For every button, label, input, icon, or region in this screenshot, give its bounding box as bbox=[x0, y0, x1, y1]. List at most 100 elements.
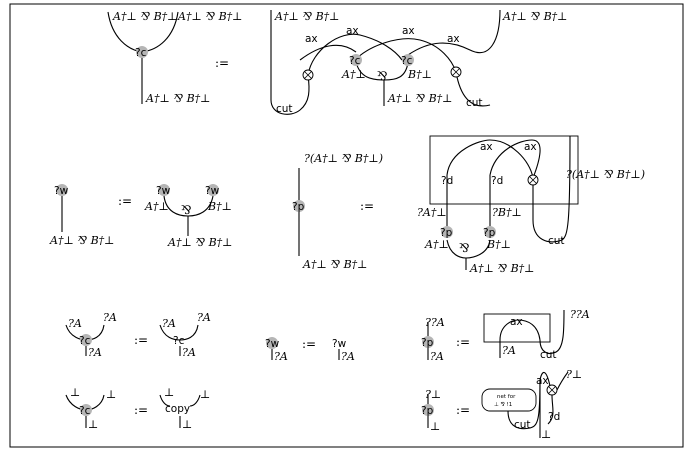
inner-B-dual: B†⊥ bbox=[407, 68, 432, 81]
promotion-par: ⅋ bbox=[459, 241, 470, 255]
inner-par: ⅋ bbox=[377, 69, 388, 83]
contraction-node-b bbox=[402, 54, 414, 66]
contraction-qA-lhs: ?c ?A ?A ?A bbox=[65, 311, 117, 359]
pbot-axiom: ax bbox=[536, 375, 549, 387]
outer-frame bbox=[9, 3, 684, 448]
cqA-rhs-right: ?A bbox=[197, 311, 211, 324]
cbot-rhs-bottom: ⊥ bbox=[182, 418, 192, 431]
pqA-cut: cut bbox=[540, 349, 557, 361]
axiom-label-1: ax bbox=[305, 33, 318, 45]
top-right-conclusion: A†⊥ ⅋ B†⊥ bbox=[502, 10, 568, 23]
pqA-rhs-left: ?A bbox=[502, 344, 516, 357]
weakening-lhs: ?w A†⊥ ⅋ B†⊥ bbox=[49, 184, 115, 247]
contraction-par-lhs: ?c A†⊥ ⅋ B†⊥ A†⊥ ⅋ B†⊥ A†⊥ ⅋ B†⊥ bbox=[107, 10, 243, 105]
define-operator-5: := bbox=[302, 337, 316, 351]
pbot-bottom: ⊥ bbox=[430, 420, 440, 433]
define-operator-3: := bbox=[360, 199, 374, 213]
pqA-rhs-top: ??A bbox=[570, 308, 590, 321]
cbot-rhs-right: ⊥ bbox=[200, 388, 210, 401]
bottom-conclusion: A†⊥ ⅋ B†⊥ bbox=[387, 92, 453, 105]
promotion-bot-lhs: ?p ?⊥ ⊥ bbox=[421, 388, 441, 433]
dereliction-a-label: ?d bbox=[441, 175, 453, 187]
weakening-qA-lhs: ?w ?A bbox=[265, 337, 288, 363]
define-operator-7: := bbox=[134, 403, 148, 417]
cbot-right: ⊥ bbox=[106, 388, 116, 401]
define-operator-6: := bbox=[456, 335, 470, 349]
cqA-rhs-bottom: ?A bbox=[182, 346, 196, 359]
axiom-label-4: ax bbox=[447, 33, 460, 45]
weakening-A-dual: A†⊥ bbox=[144, 200, 169, 213]
cut-label-2: cut bbox=[466, 97, 483, 109]
copy-node: copy bbox=[165, 403, 190, 415]
contraction-label-a: ?c bbox=[349, 55, 361, 67]
promotion-qA-rhs: ax cut ?A ??A bbox=[483, 308, 590, 361]
top-left-conclusion: A†⊥ ⅋ B†⊥ bbox=[274, 10, 340, 23]
promotion-B-dual: B†⊥ bbox=[486, 238, 511, 251]
weakening-rhs: ?w ?w A†⊥ ⅋ B†⊥ A†⊥ ⅋ B†⊥ bbox=[144, 184, 233, 249]
contraction-node-label: ?c bbox=[135, 47, 147, 59]
pbot-cut: cut bbox=[514, 419, 531, 431]
contraction-bot-node: ?c bbox=[79, 405, 91, 417]
cbot-rhs-left: ⊥ bbox=[164, 386, 174, 399]
promotion-lhs: ?p ?(A†⊥ ⅋ B†⊥) A†⊥ ⅋ B†⊥ bbox=[292, 152, 383, 271]
weakening-node-label: ?w bbox=[54, 185, 69, 197]
define-operator-1: := bbox=[215, 56, 229, 70]
contraction-qA-rhs: ?c ?A ?A ?A bbox=[159, 311, 211, 359]
cbot-bottom: ⊥ bbox=[88, 418, 98, 431]
pbot-top: ?⊥ bbox=[425, 388, 441, 401]
promotion-qA-lhs: ?p ??A ?A bbox=[421, 316, 445, 363]
weakening-conclusion: A†⊥ ⅋ B†⊥ bbox=[49, 234, 115, 247]
cut-label-3: cut bbox=[548, 235, 565, 247]
contraction-bot-lhs: ?c ⊥ ⊥ ⊥ bbox=[65, 386, 116, 431]
contraction-bot-rhs: copy ⊥ ⊥ ⊥ bbox=[159, 386, 210, 431]
promotion-qA-dual: ?A†⊥ bbox=[417, 206, 447, 219]
define-operator-4: := bbox=[134, 333, 148, 347]
cqA-left: ?A bbox=[68, 317, 82, 330]
promotion-qA-node: ?p bbox=[421, 337, 434, 349]
axiom-left-label: ax bbox=[480, 141, 493, 153]
contraction-qA-rhs-node: ?c bbox=[173, 335, 185, 347]
contraction-node bbox=[136, 46, 148, 58]
promotion-qB-dual: ?B†⊥ bbox=[492, 206, 522, 219]
wqA-bottom: ?A bbox=[274, 350, 288, 363]
weakening-par: ⅋ bbox=[181, 203, 192, 217]
promotion-A-dual: A†⊥ bbox=[424, 238, 449, 251]
promotion-a-label: ?p bbox=[440, 227, 453, 239]
contraction-node-a bbox=[350, 54, 362, 66]
net-for-line1: net for bbox=[497, 394, 516, 400]
axiom-right-label: ax bbox=[524, 141, 537, 153]
axiom-label-3: ax bbox=[402, 25, 415, 37]
promotion-b-label: ?p bbox=[483, 227, 496, 239]
contraction-par-rhs: ?c ?c ax ax ax ax cut cut A†⊥ ⅋ B†⊥ A†⊥ … bbox=[270, 9, 568, 115]
pqA-bottom: ?A bbox=[430, 350, 444, 363]
contraction-label-b: ?c bbox=[401, 55, 413, 67]
axiom-label-2: ax bbox=[346, 25, 359, 37]
promotion-bot-node: ?p bbox=[421, 405, 434, 417]
conclusion-label: A†⊥ ⅋ B†⊥ bbox=[145, 92, 211, 105]
dereliction-b-label: ?d bbox=[491, 175, 503, 187]
pqA-top: ??A bbox=[425, 316, 445, 329]
weakening-qA-rhs-node: ?w bbox=[332, 338, 347, 350]
promotion-node-label: ?p bbox=[292, 201, 305, 213]
cut-label-1: cut bbox=[276, 103, 293, 115]
weakening-qA-rhs: ?w ?A bbox=[332, 338, 355, 363]
inner-A-dual: A†⊥ bbox=[341, 68, 366, 81]
define-operator-2: := bbox=[118, 194, 132, 208]
weakening-b-label: ?w bbox=[205, 185, 220, 197]
promotion-rhs-top: ?(A†⊥ ⅋ B†⊥) bbox=[566, 168, 645, 181]
cqA-bottom: ?A bbox=[88, 346, 102, 359]
cqA-right: ?A bbox=[103, 311, 117, 324]
net-for-line2: ⊥ ⅋ !1 bbox=[494, 401, 512, 408]
weakening-a-label: ?w bbox=[156, 185, 171, 197]
promotion-bot-rhs: net for ⊥ ⅋ !1 ax cut ?d ?⊥ ⊥ bbox=[481, 368, 582, 441]
promotion-bottom-label: A†⊥ ⅋ B†⊥ bbox=[302, 258, 368, 271]
contraction-qA-node: ?c bbox=[79, 335, 91, 347]
promotion-rhs: ?p ?p ?d ?d ax ax cut ?A†⊥ ?B†⊥ A†⊥ ⅋ B†… bbox=[417, 135, 645, 275]
pbot-rhs-top: ?⊥ bbox=[566, 368, 582, 381]
pqA-axiom: ax bbox=[510, 316, 523, 328]
promotion-box bbox=[429, 135, 579, 205]
weakening-qA-node: ?w bbox=[265, 338, 280, 350]
pbot-dereliction: ?d bbox=[548, 411, 560, 423]
promotion-rhs-bottom: A†⊥ ⅋ B†⊥ bbox=[469, 262, 535, 275]
